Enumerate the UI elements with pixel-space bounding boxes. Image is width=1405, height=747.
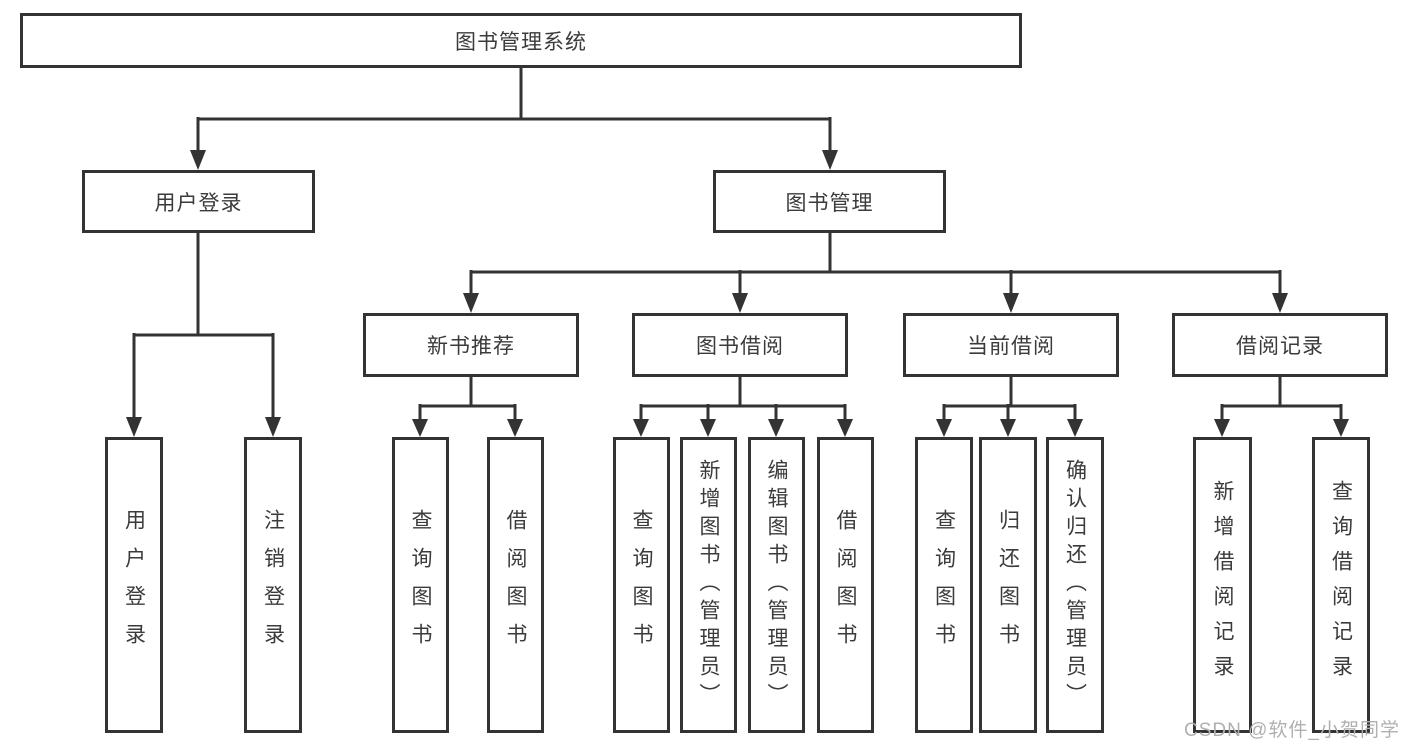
leaf-query-borrow-record-label: 查询借阅记录 bbox=[1329, 480, 1353, 690]
leaf-user-login: 用户登录 bbox=[105, 437, 163, 733]
leaf-return-books: 归还图书 bbox=[979, 437, 1037, 733]
leaf-borrow-books: 借阅图书 bbox=[817, 437, 874, 733]
leaf-query-books-borrow: 查询图书 bbox=[613, 437, 670, 733]
csdn-watermark: CSDN @软件_小贺同学 bbox=[1184, 720, 1400, 741]
leaf-user-login-label: 用户登录 bbox=[122, 509, 146, 661]
leaf-return-books-label: 归还图书 bbox=[996, 509, 1020, 661]
leaf-query-books-borrow-label: 查询图书 bbox=[630, 509, 653, 661]
node-current-borrow: 当前借阅 bbox=[903, 313, 1119, 377]
leaf-logout-label: 注销登录 bbox=[261, 509, 285, 661]
leaf-query-books-recommend: 查询图书 bbox=[392, 437, 449, 733]
node-root-system: 图书管理系统 bbox=[20, 13, 1022, 68]
leaf-borrow-books-label: 借阅图书 bbox=[834, 509, 857, 661]
node-borrow-records: 借阅记录 bbox=[1172, 313, 1388, 377]
leaf-add-borrow-record: 新增借阅记录 bbox=[1193, 437, 1252, 733]
leaf-edit-books-admin: 编辑图书（管理员） bbox=[748, 437, 805, 733]
leaf-confirm-return-admin: 确认归还（管理员） bbox=[1046, 437, 1104, 733]
node-book-management: 图书管理 bbox=[713, 170, 946, 233]
node-new-book-recommend: 新书推荐 bbox=[363, 313, 579, 377]
leaf-borrow-books-recommend: 借阅图书 bbox=[487, 437, 544, 733]
leaf-edit-books-admin-label: 编辑图书（管理员） bbox=[765, 459, 788, 711]
leaf-query-borrow-record: 查询借阅记录 bbox=[1312, 437, 1370, 733]
leaf-query-books-current: 查询图书 bbox=[915, 437, 973, 733]
node-book-borrow: 图书借阅 bbox=[632, 313, 848, 377]
node-user-login: 用户登录 bbox=[82, 170, 315, 233]
leaf-query-books-recommend-label: 查询图书 bbox=[409, 509, 432, 661]
leaf-logout: 注销登录 bbox=[244, 437, 302, 733]
leaf-borrow-books-recommend-label: 借阅图书 bbox=[504, 509, 527, 661]
leaf-confirm-return-admin-label: 确认归还（管理员） bbox=[1063, 459, 1087, 711]
arrowheads bbox=[126, 150, 1349, 437]
leaf-add-borrow-record-label: 新增借阅记录 bbox=[1211, 480, 1234, 690]
leaf-add-books-admin: 新增图书（管理员） bbox=[680, 437, 737, 733]
leaf-add-books-admin-label: 新增图书（管理员） bbox=[697, 459, 720, 711]
leaf-query-books-current-label: 查询图书 bbox=[932, 509, 956, 661]
